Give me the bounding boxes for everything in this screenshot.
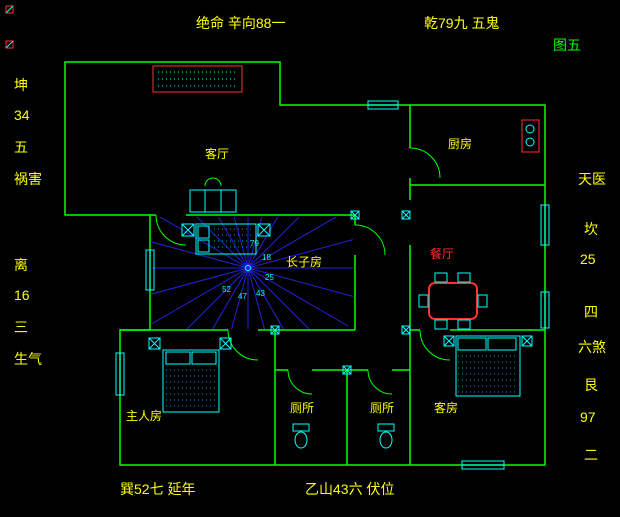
room-label-kitchen: 厨房 bbox=[448, 137, 473, 151]
annotation-left-bottom-1: 离 bbox=[14, 257, 28, 273]
room-label-eldest-son: 长子房 bbox=[286, 255, 323, 269]
compass-number: 25 bbox=[265, 273, 274, 282]
compass-number: 52 bbox=[222, 285, 231, 294]
annotation-bottom-center: 乙山43六 伏位 bbox=[305, 481, 395, 497]
room-label-toilet-right: 厕所 bbox=[370, 401, 395, 415]
room-label-master: 主人房 bbox=[126, 409, 163, 423]
walls bbox=[64, 61, 546, 466]
toilet-fixture-right bbox=[377, 423, 395, 449]
annotation-top-center: 绝命 辛向88一 bbox=[196, 15, 286, 31]
annotation-left-top-2: 34 bbox=[14, 107, 30, 123]
compass-number: 47 bbox=[238, 292, 247, 301]
bed-eldest-son bbox=[181, 223, 271, 255]
annotation-left-top-1: 坤 bbox=[14, 77, 28, 93]
annotation-left-top-4: 祸害 bbox=[14, 171, 42, 187]
compass-number: 18 bbox=[262, 253, 271, 262]
tv-cabinet bbox=[189, 177, 237, 213]
annotation-right-top-3: 25 bbox=[580, 251, 596, 267]
compass-number: 43 bbox=[256, 289, 265, 298]
annotation-left-bottom-3: 三 bbox=[14, 319, 28, 335]
compass-number: 79 bbox=[250, 239, 259, 248]
compass-hub bbox=[245, 265, 251, 271]
compass-rays bbox=[152, 217, 353, 329]
room-label-toilet-left: 厕所 bbox=[290, 401, 315, 415]
bed-master bbox=[148, 337, 232, 413]
column-markers bbox=[270, 210, 411, 375]
annotation-right-bottom-4: 二 bbox=[584, 447, 598, 463]
annotation-right-top-1: 天医 bbox=[578, 171, 606, 187]
bay-window-planter bbox=[152, 65, 243, 93]
stove bbox=[521, 119, 540, 153]
annotation-left-top-3: 五 bbox=[14, 139, 28, 155]
annotation-right-top-2: 坎 bbox=[584, 221, 598, 237]
annotation-left-bottom-2: 16 bbox=[14, 287, 30, 303]
cad-marker bbox=[5, 5, 14, 49]
figure-label: 图五 bbox=[553, 37, 581, 53]
room-label-guest: 客房 bbox=[434, 401, 459, 415]
door-arcs bbox=[155, 147, 451, 395]
annotation-right-bottom-2: 艮 bbox=[584, 377, 598, 393]
bed-guest bbox=[443, 335, 533, 397]
dining-set bbox=[418, 272, 488, 330]
windows bbox=[115, 100, 550, 470]
room-label-dining: 餐厅 bbox=[430, 247, 455, 261]
annotation-right-bottom-3: 97 bbox=[580, 409, 596, 425]
annotation-top-right: 乾79九 五鬼 bbox=[424, 15, 500, 31]
annotation-right-top-4: 四 bbox=[584, 304, 598, 320]
annotation-bottom-left: 巽52七 延年 bbox=[120, 481, 196, 497]
toilet-fixture-left bbox=[292, 423, 310, 449]
annotation-left-bottom-4: 生气 bbox=[14, 351, 42, 367]
room-label-living: 客厅 bbox=[205, 147, 230, 161]
annotation-right-bottom-1: 六煞 bbox=[578, 339, 606, 355]
